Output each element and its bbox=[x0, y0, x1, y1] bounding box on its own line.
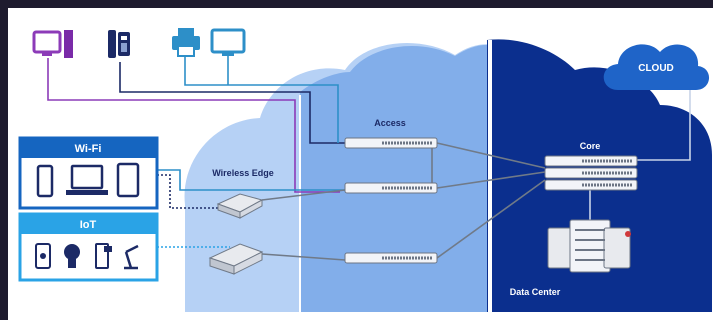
phone-icon bbox=[36, 164, 54, 198]
scanner-icon bbox=[95, 243, 112, 269]
access-point-1 bbox=[216, 193, 264, 219]
printer-icon bbox=[172, 28, 200, 57]
tablet-icon bbox=[116, 162, 140, 198]
desktop-pc-icon bbox=[32, 30, 73, 58]
link-access1-core bbox=[436, 142, 546, 169]
link-wifi-switch bbox=[157, 169, 345, 191]
link-core-cloud bbox=[637, 90, 691, 161]
link-desktop-switch bbox=[47, 58, 340, 193]
iot-group: IoT bbox=[18, 212, 159, 282]
core-label: Core bbox=[580, 141, 601, 151]
cloud-label: CLOUD bbox=[638, 63, 674, 74]
thermostat-icon bbox=[35, 243, 51, 269]
wireless-edge-label: Wireless Edge bbox=[212, 168, 273, 178]
laptop-icon bbox=[66, 164, 108, 195]
access-switch-2 bbox=[344, 182, 438, 194]
link-phone-switch bbox=[119, 62, 345, 144]
wifi-title: Wi-Fi bbox=[75, 143, 102, 155]
access-switch-1 bbox=[344, 137, 438, 149]
access-band bbox=[300, 44, 496, 312]
link-ap2-switch bbox=[261, 253, 346, 261]
core-switch-stack bbox=[544, 155, 638, 191]
server-rack-icon bbox=[547, 219, 631, 273]
access-switch-3 bbox=[344, 252, 438, 264]
data-center-label: Data Center bbox=[510, 287, 561, 297]
cloud-icon bbox=[603, 44, 710, 90]
access-point-2 bbox=[208, 243, 264, 275]
link-access3-core bbox=[436, 179, 546, 259]
ip-phone-icon bbox=[108, 30, 130, 58]
links bbox=[47, 52, 691, 261]
link-wifi-ap bbox=[157, 174, 218, 209]
access-label: Access bbox=[374, 118, 406, 128]
wifi-group: Wi-Fi bbox=[18, 136, 159, 210]
iot-title: IoT bbox=[80, 219, 97, 231]
bulb-icon bbox=[64, 244, 80, 268]
link-ap1-switch bbox=[261, 189, 346, 201]
monitor-icon bbox=[210, 28, 246, 56]
robot-arm-icon bbox=[124, 244, 139, 270]
link-access2-core bbox=[436, 171, 546, 189]
link-printer-switch bbox=[184, 56, 339, 143]
